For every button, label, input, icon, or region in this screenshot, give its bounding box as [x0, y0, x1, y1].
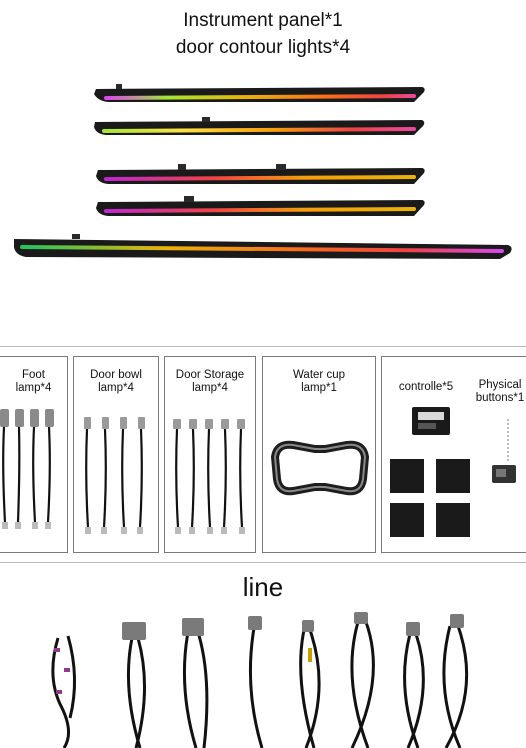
physical-buttons-count: buttons*1 — [475, 392, 525, 404]
controller-label: controlle*5 — [398, 381, 454, 393]
foot-lamp-count: lamp*4 — [15, 382, 52, 394]
door-contour-light-strip-1 — [92, 82, 428, 106]
instrument-panel-label: Instrument panel*1 — [183, 10, 343, 31]
line-section-title: line — [242, 572, 284, 602]
door-storage-lamp-panel: Door Storage lamp*4 — [164, 356, 256, 553]
door-contour-light-strip-3 — [94, 162, 428, 188]
water-cup-lamp-panel: Water cup lamp*1 — [262, 356, 376, 553]
instrument-panel-light-strip — [12, 233, 514, 263]
door-bowl-lamp-label: Door bowl — [90, 369, 142, 381]
water-cup-ring-image — [270, 440, 370, 496]
controller-panel: controlle*5 Physical buttons*1 — [381, 356, 526, 553]
foot-lamp-cables-image — [0, 409, 54, 529]
door-storage-lamp-cables-image — [173, 419, 245, 534]
water-cup-lamp-label: Water cup — [293, 369, 345, 381]
physical-buttons-label: Physical — [478, 379, 522, 391]
section-divider-bottom — [0, 562, 526, 563]
water-cup-lamp-count: lamp*1 — [301, 382, 337, 394]
door-bowl-lamp-cables-image — [84, 417, 145, 534]
door-contour-light-strip-2 — [92, 114, 428, 140]
controller-modules-image — [390, 407, 516, 537]
door-storage-lamp-label: Door Storage — [175, 369, 245, 381]
foot-lamp-panel: Foot lamp*4 — [0, 356, 68, 553]
door-contour-lights-label: door contour lights*4 — [175, 37, 351, 58]
door-bowl-lamp-count: lamp*4 — [98, 382, 134, 394]
door-bowl-lamp-panel: Door bowl lamp*4 — [73, 356, 159, 553]
section-divider-top — [0, 346, 526, 347]
door-storage-lamp-count: lamp*4 — [192, 382, 228, 394]
wiring-harness-image — [51, 612, 469, 748]
door-contour-light-strip-4 — [94, 193, 428, 221]
foot-lamp-label: Foot — [21, 369, 45, 381]
